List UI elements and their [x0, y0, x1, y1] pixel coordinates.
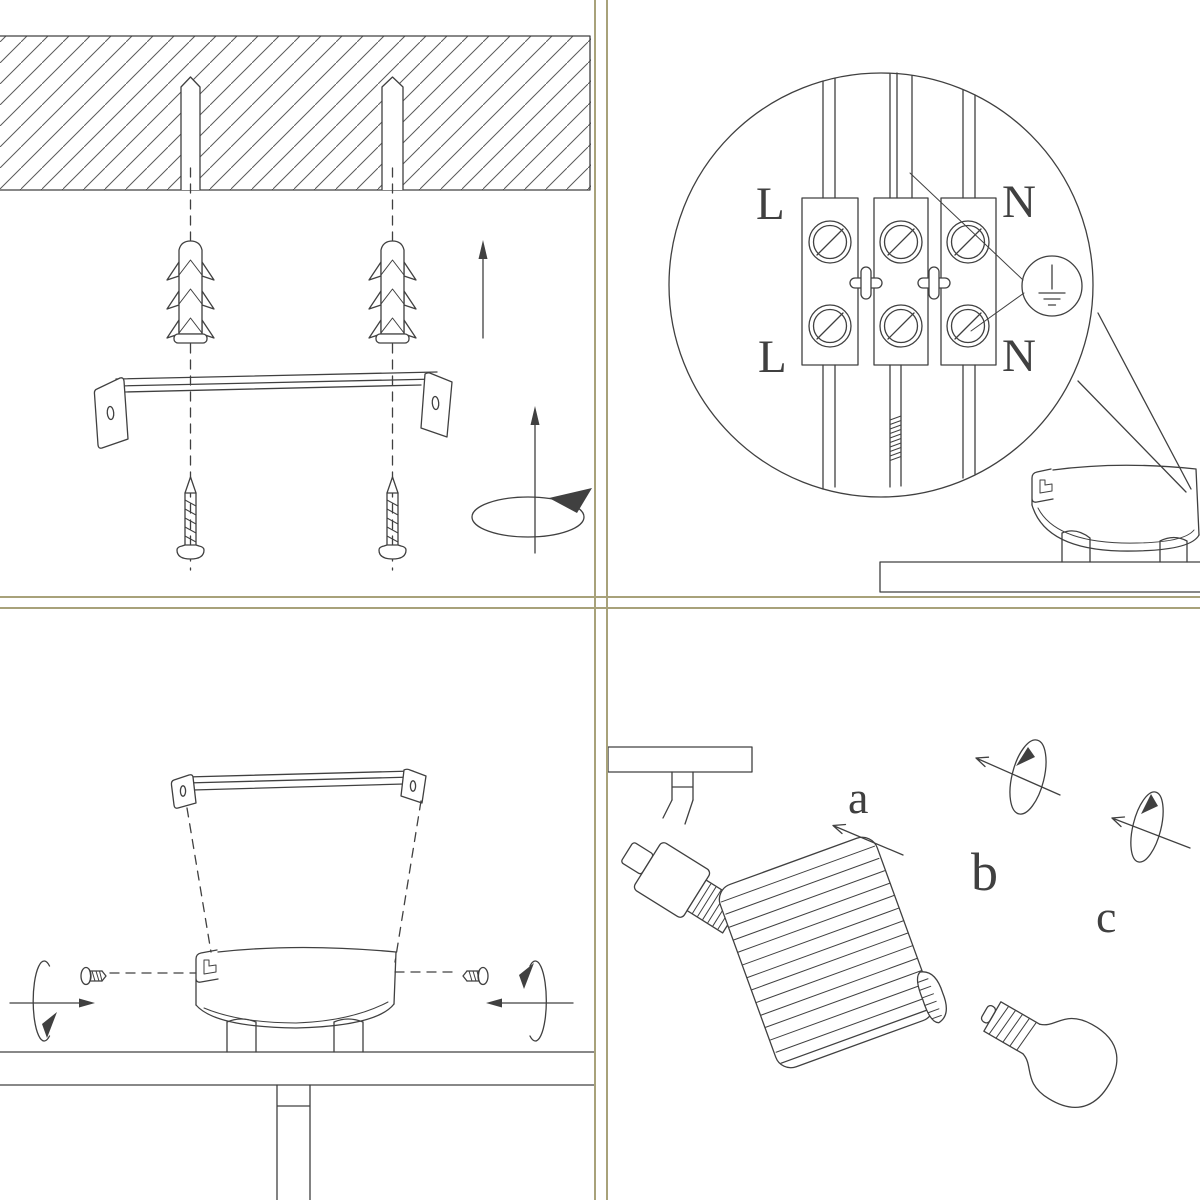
rotate-screw-icon-b: [975, 739, 1061, 815]
retaining-ring: [916, 971, 947, 1024]
side-screw-right: [462, 966, 489, 986]
canopy-base: [1031, 464, 1200, 563]
magnifier-detail-circle: [668, 72, 1094, 498]
projection-lines: [186, 800, 422, 963]
panel-divider-horizontal-top: [0, 596, 1200, 598]
earth-ground-icon: [1021, 255, 1083, 317]
lamp-arm: [662, 771, 694, 825]
label-live-bottom: L: [758, 331, 787, 383]
panel-divider-vertical-left: [594, 0, 596, 1200]
rotate-axis-icon-right: [486, 960, 574, 1042]
mounting-bracket: [93, 371, 453, 449]
side-screw-left: [80, 966, 107, 986]
light-bulb: [980, 1001, 1118, 1109]
canopy-base: [195, 946, 397, 1053]
arrow-step-a-icon: [832, 823, 904, 856]
detail-pointer: [1077, 312, 1192, 493]
ceiling-hatch: [0, 35, 591, 191]
panel-wiring-detail: L N L N: [668, 72, 1200, 593]
ceiling-pin-left: [180, 76, 201, 190]
fixture-wires: [822, 364, 976, 490]
wall-anchor-right: [368, 240, 417, 344]
panel-divider-horizontal-bottom: [0, 607, 1200, 609]
rotate-axis-icon-left: [9, 960, 95, 1042]
panel-ceiling-mounting: [0, 35, 592, 571]
label-step-a: a: [848, 772, 868, 823]
mounting-screw-right: [378, 476, 407, 560]
supply-wires: [822, 72, 976, 199]
terminal-screw: [808, 220, 990, 348]
ground-leader-lines: [909, 172, 1025, 332]
label-live-top: L: [756, 178, 785, 230]
label-neutral-bottom: N: [1002, 330, 1036, 382]
phillips-screw-icon: [849, 266, 951, 300]
rotate-screw-icon-c: [1111, 791, 1191, 863]
panel-canopy-fixing: [0, 768, 595, 1200]
ribbed-lampshade: [718, 836, 935, 1069]
panel-divider-vertical-right: [606, 0, 608, 1200]
mounting-bracket: [170, 768, 427, 809]
lamp-ceiling-plate: [607, 746, 753, 773]
table-surface: [0, 1051, 595, 1086]
arrow-up-icon: [478, 240, 488, 339]
terminal-block: [801, 197, 997, 366]
mounting-screw-left: [176, 476, 205, 560]
panel-shade-assembly: a b c: [607, 739, 1191, 1109]
label-neutral-top: N: [1002, 176, 1036, 228]
table-surface: [879, 561, 1200, 593]
arrow-up-rotate-icon: [471, 406, 592, 554]
label-step-b: b: [971, 842, 998, 902]
ceiling-pin-right: [381, 76, 404, 190]
label-step-c: c: [1096, 891, 1116, 942]
wall-anchor-left: [166, 240, 215, 344]
support-rod: [276, 1084, 311, 1200]
